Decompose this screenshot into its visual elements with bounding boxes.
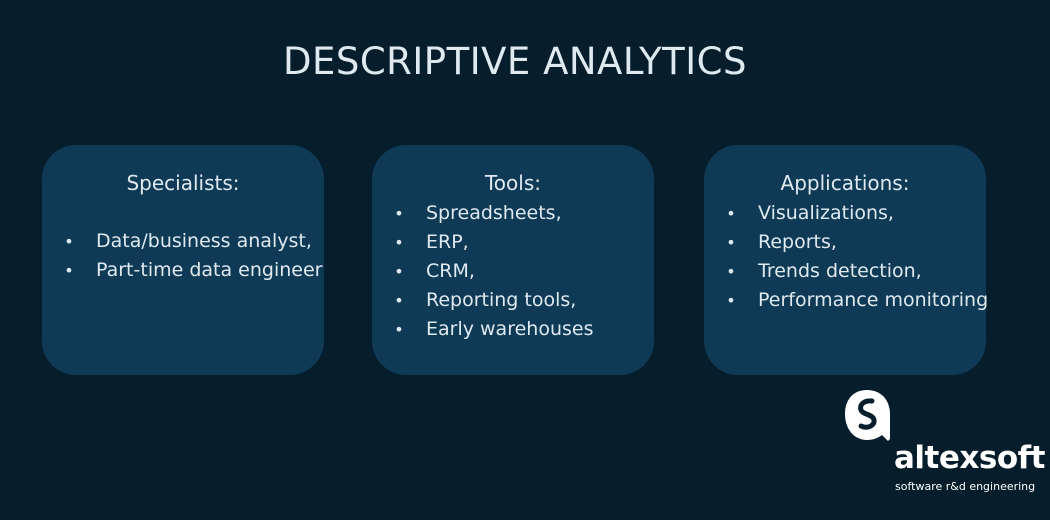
list-item: • Early warehouses [382, 315, 654, 344]
bullet-icon: • [726, 262, 736, 281]
list-item: • Visualizations, [714, 199, 986, 228]
list-item: • Spreadsheets, [382, 199, 654, 228]
applications-card: Applications: • Visualizations, • Reports,… [704, 145, 989, 375]
list-item-text: CRM, [426, 260, 475, 282]
list-item: • Part-time data engineer [52, 256, 324, 285]
page-title: DESCRIPTIVE ANALYTICS [282, 40, 748, 83]
list-item-text: Visualizations, [758, 202, 894, 224]
specialists-card: Specialists: • Data/business analyst, • Pa… [42, 145, 324, 375]
bullet-icon: • [394, 204, 404, 223]
list-item-text: Part-time data engineer [96, 259, 323, 281]
list-item-text: Reports, [758, 231, 837, 253]
list-item: • Trends detection, [714, 257, 986, 286]
bullet-icon: • [394, 320, 404, 339]
bullet-icon: • [394, 291, 404, 310]
list-item: • Data/business analyst, [52, 227, 324, 256]
list-item: • CRM, [382, 257, 654, 286]
bullet-icon: • [726, 291, 736, 310]
logo-name: altexsoft [894, 440, 1045, 476]
logo-tagline: software r&d engineering [895, 480, 1036, 493]
bullet-icon: • [64, 261, 74, 280]
list-item-text: ERP, [426, 231, 469, 253]
list-item-text: Data/business analyst, [96, 230, 312, 252]
bullet-icon: • [394, 262, 404, 281]
list-item-text: Trends detection, [758, 260, 922, 282]
bullet-list: • Data/business analyst, • Part-time data … [42, 227, 324, 285]
list-item-text: Spreadsheets, [426, 202, 562, 224]
list-item-text: Performance monitoring [758, 289, 989, 311]
altexsoft-logo-icon [845, 390, 890, 441]
tools-card: Tools: • Spreadsheets, • ERP, • CRM, • Repor… [372, 145, 654, 375]
card-heading: Specialists: [126, 171, 240, 195]
card-heading: Applications: [780, 171, 910, 195]
bullet-icon: • [394, 233, 404, 252]
list-item: • Reports, [714, 228, 986, 257]
list-item: • Reporting tools, [382, 286, 654, 315]
list-item-text: Early warehouses [426, 318, 594, 340]
bullet-icon: • [64, 232, 74, 251]
card-heading: Tools: [484, 171, 541, 195]
altexsoft-logo: altexsoft software r&d engineering [838, 388, 1045, 500]
bullet-list: • Visualizations, • Reports, • Trends detec… [704, 199, 989, 315]
list-item-text: Reporting tools, [426, 289, 577, 311]
bullet-list: • Spreadsheets, • ERP, • CRM, • Reporting to… [372, 199, 654, 344]
list-item: • ERP, [382, 228, 654, 257]
bullet-icon: • [726, 204, 736, 223]
list-item: • Performance monitoring [714, 286, 989, 315]
bullet-icon: • [726, 233, 736, 252]
